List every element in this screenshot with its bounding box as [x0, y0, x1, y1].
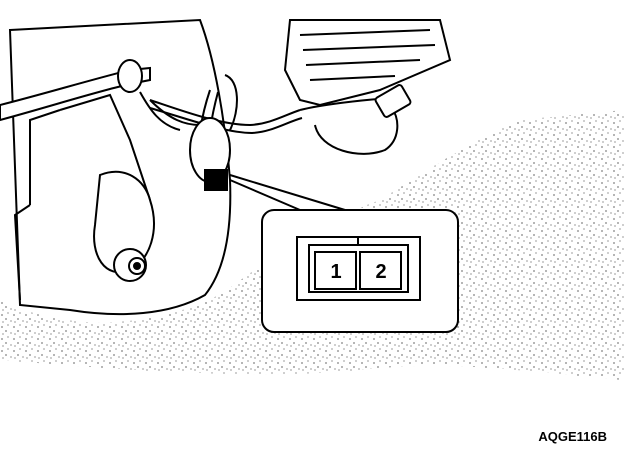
pin-1-label: 1: [330, 261, 341, 283]
pin-2-label: 2: [375, 261, 386, 283]
harness-clip: [189, 117, 231, 191]
ribbed-component: [283, 19, 452, 107]
mounting-bolt: [113, 248, 147, 282]
loop-bracket: [314, 84, 412, 155]
connector-face: [296, 236, 421, 301]
pipe: [0, 59, 201, 131]
figure-code: AQGE116B: [538, 429, 607, 444]
callout-leader: [229, 174, 346, 211]
